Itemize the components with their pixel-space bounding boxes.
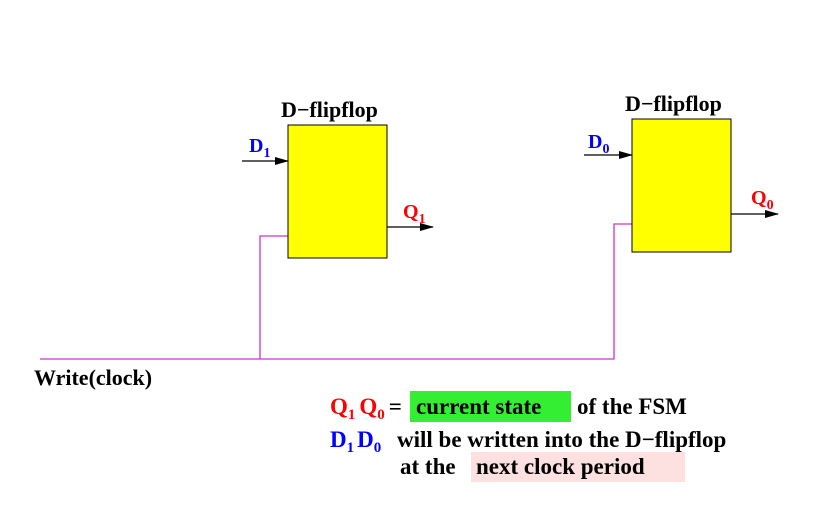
next-clock-period-highlight <box>471 452 685 482</box>
current-state-highlight <box>410 391 571 422</box>
flipflop-0: D−flipflop D0 Q0 <box>584 91 779 253</box>
clock-label: Write(clock) <box>34 365 152 390</box>
clock-wire <box>40 223 632 360</box>
next-clock-period-label: next clock period <box>476 454 645 479</box>
flipflop-0-output-label: Q0 <box>751 187 774 213</box>
flipflop-0-box <box>631 118 732 253</box>
of-the-fsm-text: of the FSM <box>577 394 687 419</box>
current-state-label: current state <box>416 394 541 419</box>
flipflop-1-output-label: Q1 <box>403 201 426 227</box>
flipflop-0-input-label: D0 <box>588 131 609 157</box>
flipflop-1: D−flipflop D1 Q1 <box>242 97 434 259</box>
written-into-text: will be written into the D−flipflop <box>397 427 726 452</box>
flipflop-1-box <box>287 124 388 259</box>
flipflop-1-title: D−flipflop <box>281 97 378 122</box>
at-the-text: at the <box>400 454 456 479</box>
flipflop-1-input-label: D1 <box>249 135 270 161</box>
flipflop-0-title: D−flipflop <box>625 91 722 116</box>
